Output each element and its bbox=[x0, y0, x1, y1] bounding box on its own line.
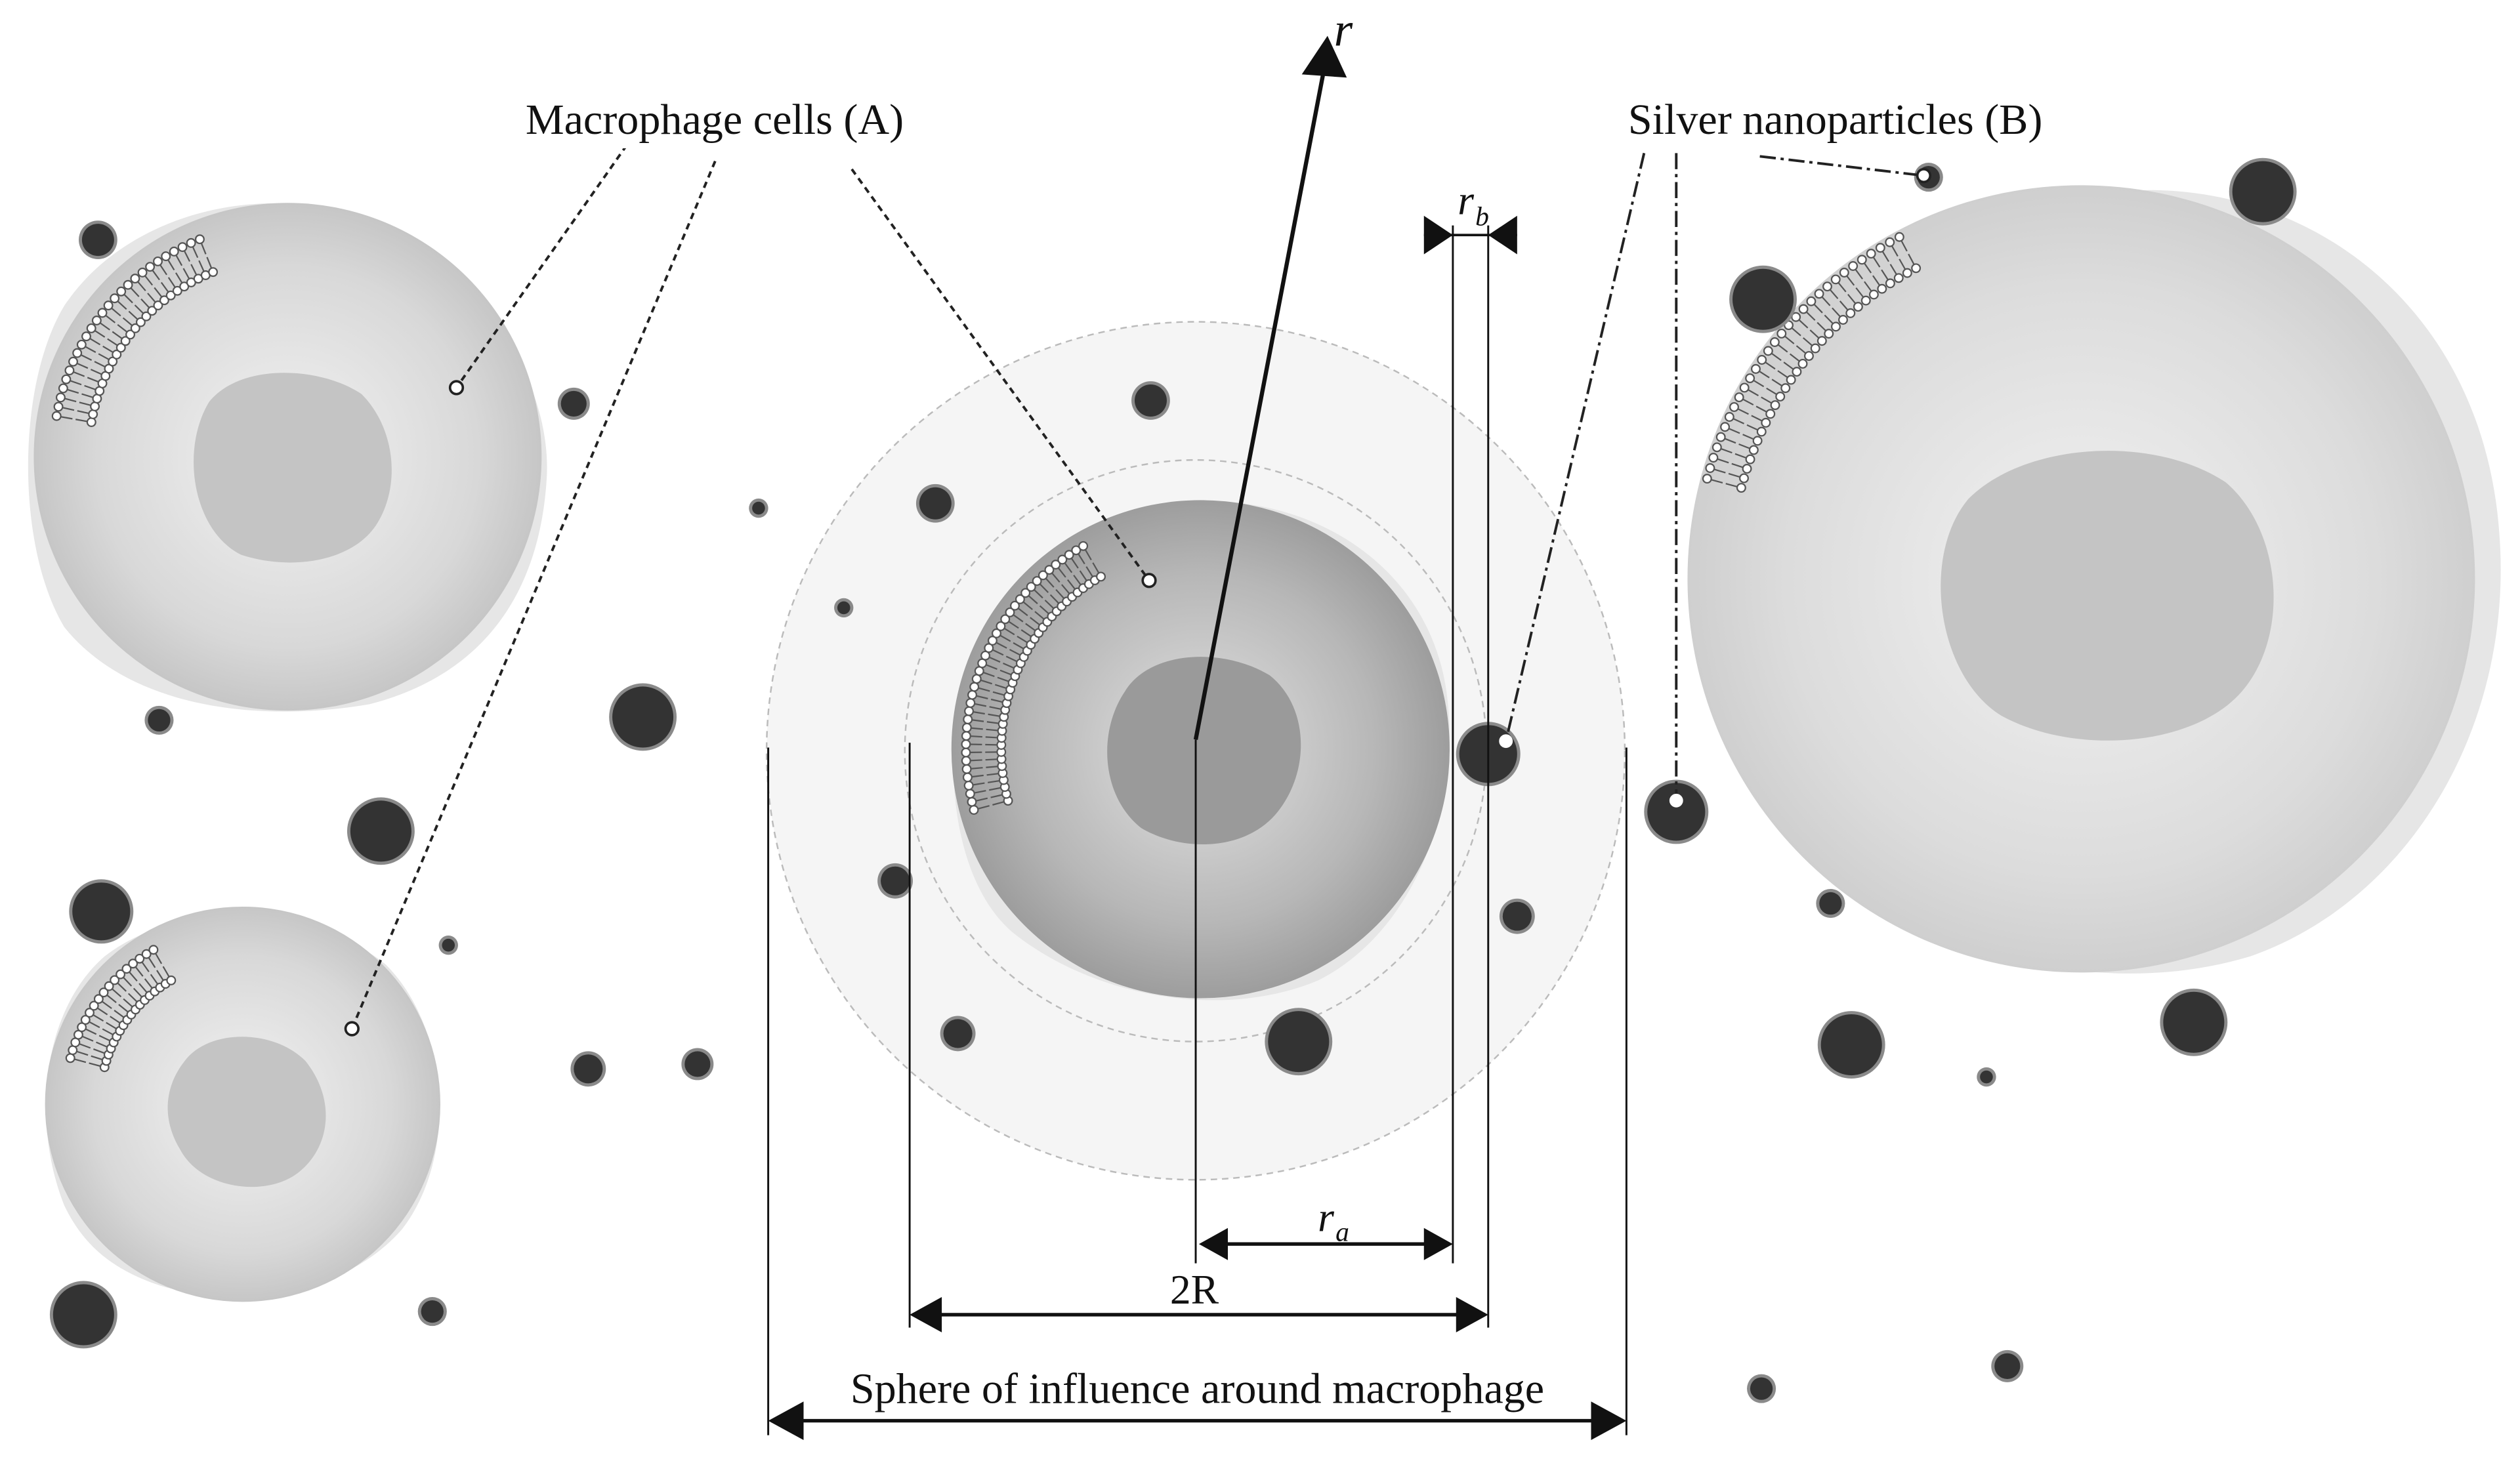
nanoparticle-icon bbox=[609, 683, 677, 751]
macrophage-cell-center bbox=[951, 500, 1450, 1000]
nanoparticle-icon bbox=[438, 936, 458, 955]
nanoparticle-icon bbox=[915, 484, 955, 523]
leader-line-macrophage-3 bbox=[850, 168, 1150, 581]
r-a-dimension: r a bbox=[1198, 1194, 1453, 1260]
r-b-dimension: r b bbox=[1423, 176, 1517, 255]
nanoparticle-icon bbox=[557, 387, 590, 420]
two-r-dimension: 2R bbox=[910, 1266, 1488, 1332]
silver-nanoparticles bbox=[49, 157, 2297, 1403]
nanoparticle-icon bbox=[570, 1051, 606, 1087]
axis-r-line bbox=[1193, 67, 1327, 740]
macrophage-cell-right bbox=[1687, 185, 2501, 974]
nanoparticle-icon bbox=[1131, 381, 1170, 420]
nanoparticle-icon bbox=[2229, 157, 2297, 226]
leader-endpoints bbox=[344, 168, 1932, 1037]
lipid-bilayer-icon bbox=[1702, 232, 1922, 493]
nanoparticle-icon bbox=[69, 879, 134, 944]
r-a-label: r bbox=[1318, 1194, 1334, 1241]
nanoparticle-icon bbox=[681, 1048, 714, 1081]
leader-lines bbox=[350, 144, 1924, 1029]
lipid-bilayer-icon bbox=[65, 945, 177, 1073]
macrophage-cells-label: Macrophage cells (A) bbox=[526, 96, 904, 144]
nanoparticle-icon bbox=[1499, 898, 1535, 934]
nanoparticle-icon bbox=[877, 863, 914, 899]
nanoparticle-icon bbox=[1747, 1374, 1776, 1403]
macrophage-cell-top-left bbox=[28, 203, 547, 712]
r-a-subscript: a bbox=[1335, 1217, 1349, 1247]
axis-r-label: r bbox=[1334, 3, 1353, 56]
nanoparticle-icon bbox=[1816, 889, 1845, 918]
arrowhead-icon bbox=[1423, 1227, 1453, 1260]
arrowhead-icon bbox=[1198, 1227, 1228, 1260]
nanoparticle-icon bbox=[346, 797, 415, 865]
nucleus bbox=[167, 1037, 326, 1187]
nanoparticle-icon bbox=[1991, 1350, 2024, 1382]
sphere-of-influence-dimension: Sphere of influence around macrophage bbox=[768, 1365, 1627, 1440]
nucleus bbox=[1107, 657, 1301, 845]
lipid-bilayer-icon bbox=[51, 234, 219, 427]
sphere-of-influence-label: Sphere of influence around macrophage bbox=[850, 1365, 1544, 1413]
lipid-bilayer-icon bbox=[961, 541, 1106, 815]
nanoparticle-icon bbox=[79, 220, 117, 259]
dimension-lines bbox=[767, 225, 1628, 1435]
nanoparticle-icon bbox=[1644, 779, 1709, 844]
leader-line-nanoparticle-3 bbox=[1759, 155, 1924, 177]
silver-nanoparticles-label: Silver nanoparticles (B) bbox=[1628, 96, 2043, 144]
nanoparticle-icon bbox=[749, 498, 768, 518]
leader-line-macrophage-1 bbox=[455, 144, 628, 389]
arrowhead-icon bbox=[910, 1297, 942, 1332]
arrowhead-icon bbox=[1301, 35, 1347, 78]
r-b-label: r bbox=[1458, 176, 1474, 223]
nucleus bbox=[1941, 451, 2274, 741]
nanoparticle-icon bbox=[1729, 265, 1797, 333]
lipid-bilayer-icon bbox=[51, 232, 1922, 1073]
arrowhead-icon bbox=[1423, 215, 1453, 255]
nanoparticle-icon bbox=[834, 598, 854, 618]
arrowhead-icon bbox=[1488, 215, 1517, 255]
leader-line-nanoparticle-1 bbox=[1504, 152, 1646, 742]
macrophage-cell-bottom-left bbox=[45, 906, 441, 1302]
nanoparticle-icon bbox=[1265, 1008, 1333, 1076]
nanoparticle-icon bbox=[2160, 988, 2228, 1056]
arrowhead-icon bbox=[1456, 1297, 1488, 1332]
two-r-label: 2R bbox=[1170, 1266, 1219, 1313]
nanoparticle-icon bbox=[417, 1297, 447, 1327]
nucleus bbox=[194, 373, 392, 563]
arrowhead-icon bbox=[1591, 1401, 1627, 1440]
nanoparticle-icon bbox=[1977, 1067, 1996, 1087]
arrowhead-icon bbox=[768, 1401, 804, 1440]
nanoparticle-icon bbox=[1817, 1011, 1885, 1079]
nanoparticle-icon bbox=[49, 1281, 117, 1349]
r-b-subscript: b bbox=[1475, 202, 1489, 232]
nanoparticle-icon bbox=[940, 1016, 976, 1052]
nanoparticle-icon bbox=[144, 705, 174, 735]
